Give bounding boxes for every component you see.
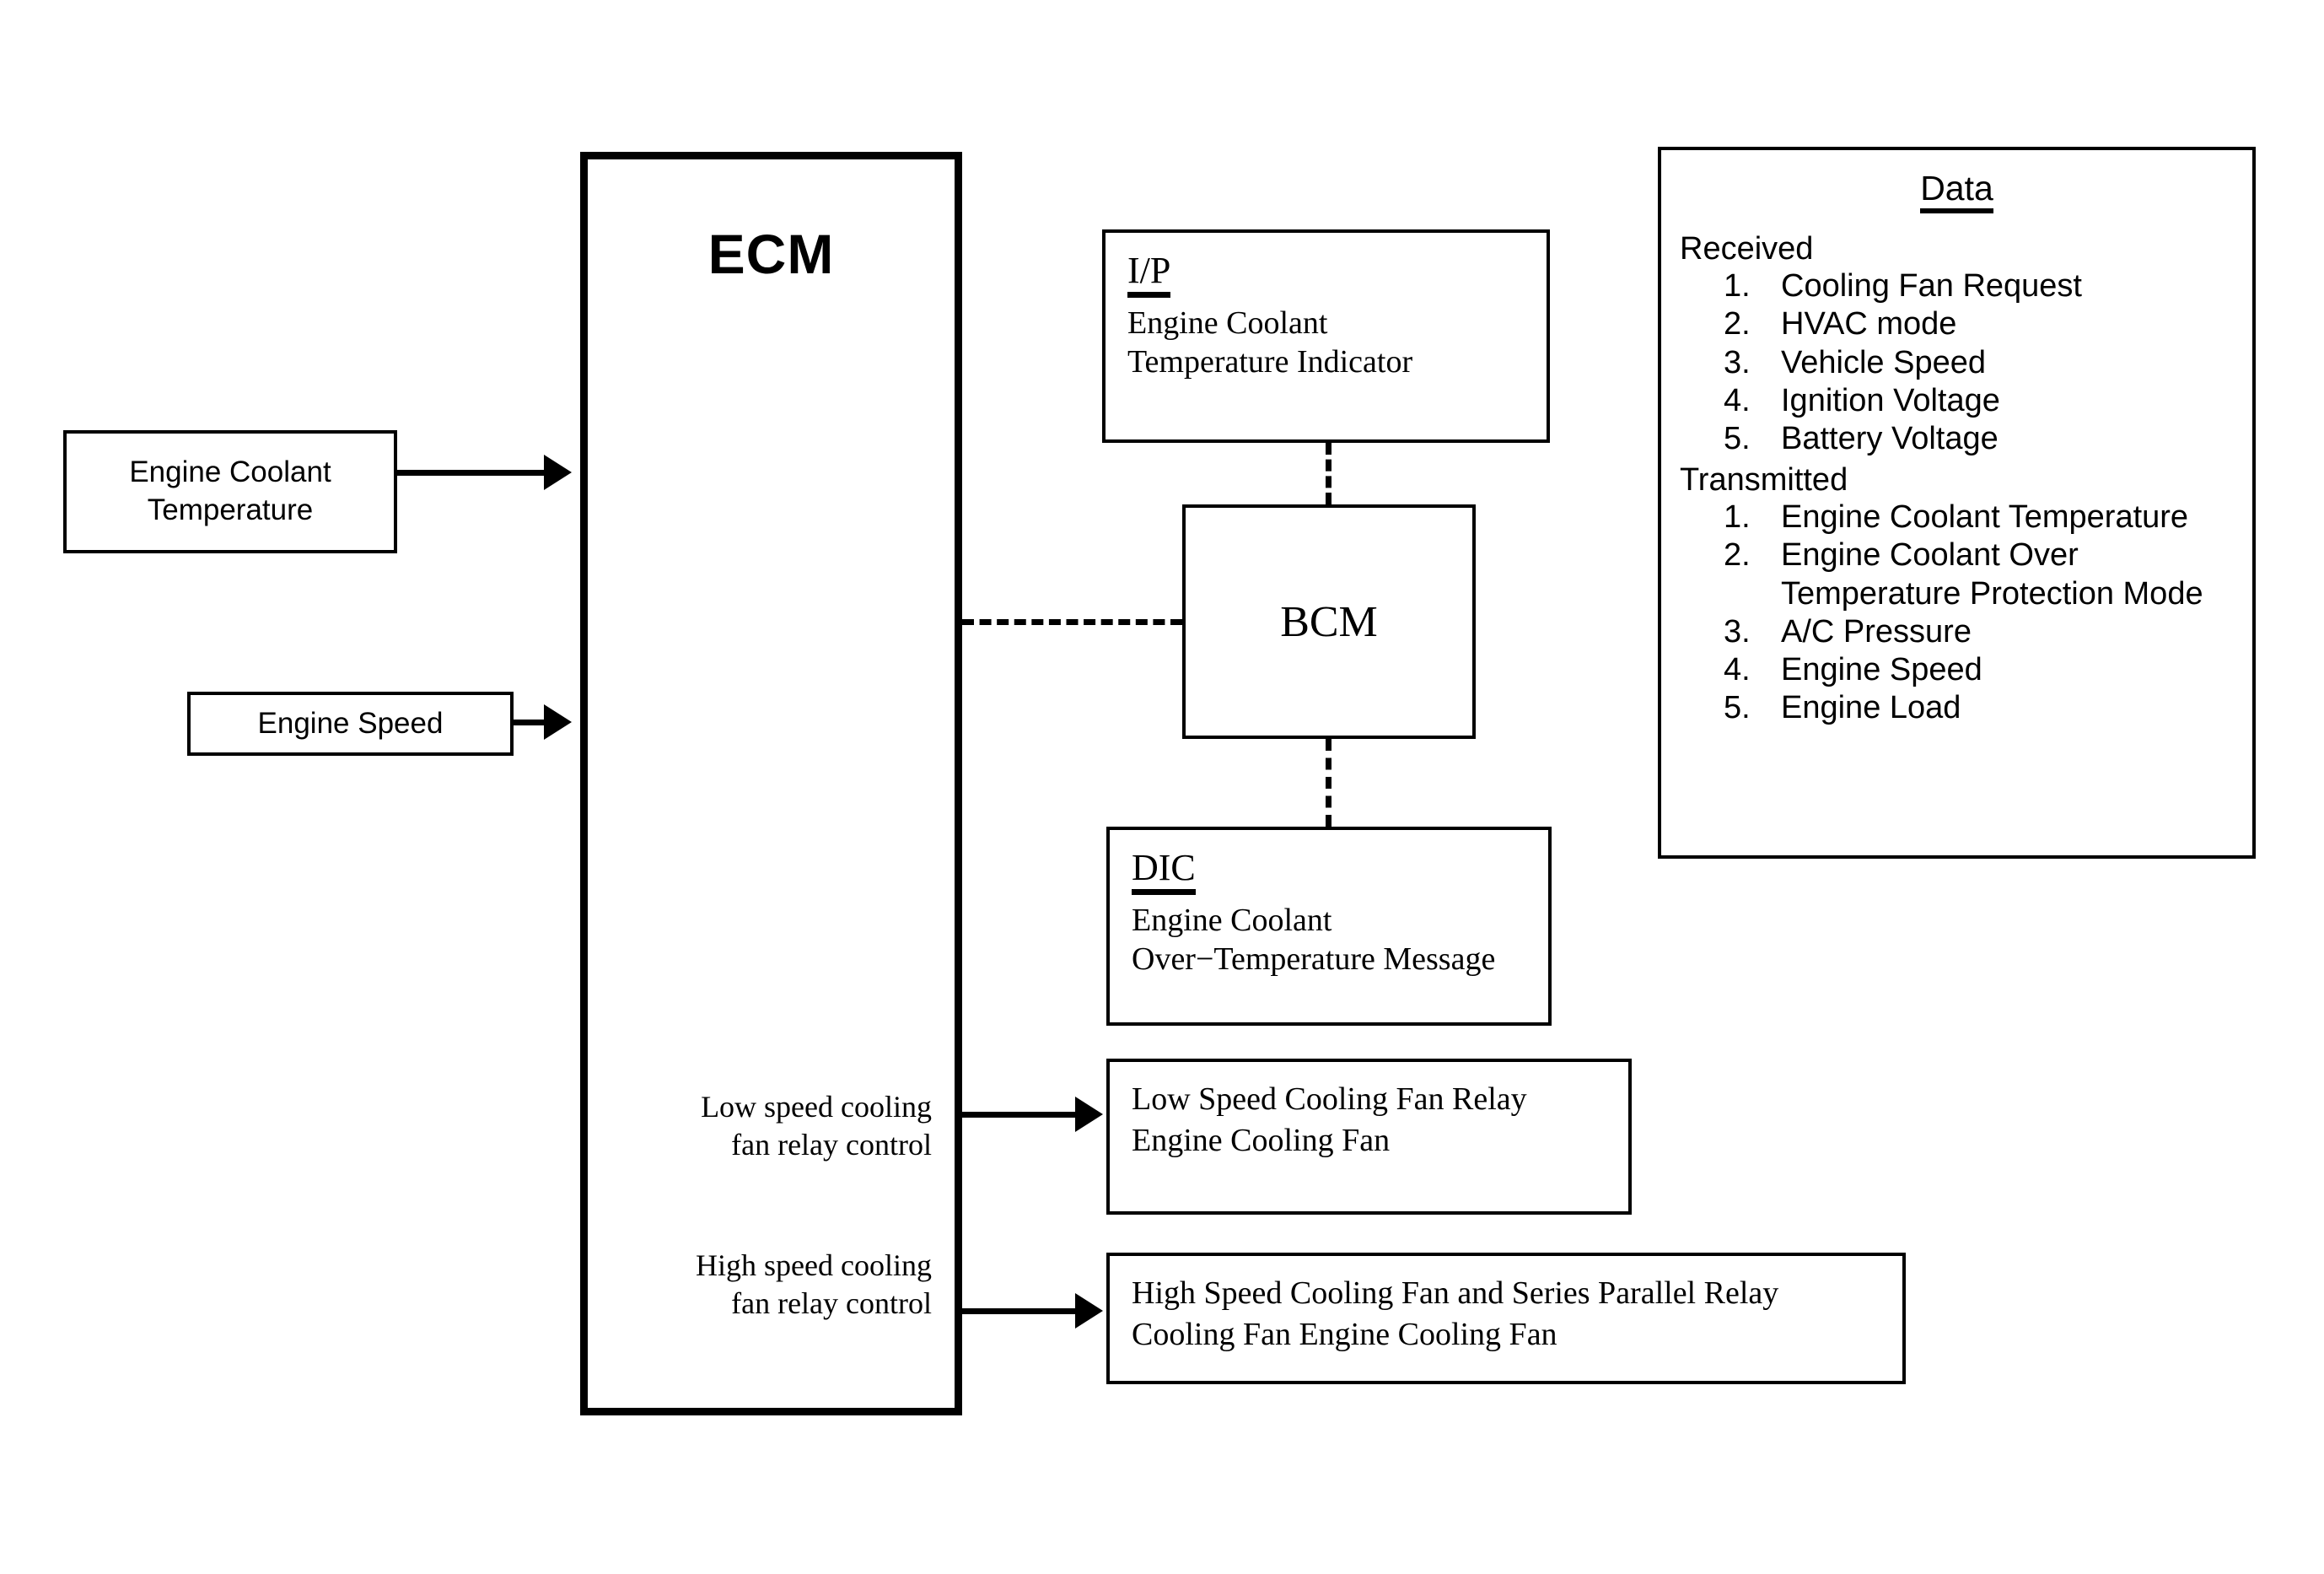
arrow-line-ecm-to-high-relay <box>962 1308 1079 1314</box>
transmitted-text-4: Engine Speed <box>1781 652 1982 688</box>
received-text-4: Ignition Voltage <box>1781 382 2000 418</box>
transmitted-text-5: Engine Load <box>1781 690 1961 726</box>
dic-line1: Engine Coolant <box>1132 902 1332 938</box>
arrow-head-ect-to-ecm <box>544 455 572 490</box>
list-item: 3. Vehicle Speed <box>1724 344 2252 382</box>
arrow-line-ecm-to-low-relay <box>962 1112 1079 1118</box>
dic-module-box: DIC Engine Coolant Over−Temperature Mess… <box>1106 827 1552 1026</box>
received-text-5: Battery Voltage <box>1781 420 1999 456</box>
dashed-link-bcm-to-dic <box>1326 739 1331 827</box>
transmitted-num-2: 2. <box>1724 537 1751 574</box>
received-num-1: 1. <box>1724 268 1751 305</box>
low-relay-line2: Engine Cooling Fan <box>1132 1122 1391 1158</box>
transmitted-list: 1. Engine Coolant Temperature 2. Engine … <box>1661 499 2252 727</box>
ip-module-box: I/P Engine Coolant Temperature Indicator <box>1102 229 1550 443</box>
high-relay-line2: Cooling Fan Engine Cooling Fan <box>1132 1316 1557 1352</box>
transmitted-num-4: 4. <box>1724 652 1751 688</box>
list-item: 5. Engine Load <box>1724 689 2252 727</box>
ecm-module-box <box>580 152 962 1415</box>
list-item: 1. Cooling Fan Request <box>1724 267 2252 305</box>
dashed-link-ecm-to-bcm <box>962 619 1182 625</box>
received-num-3: 3. <box>1724 344 1751 380</box>
arrow-line-ect-to-ecm <box>397 470 547 476</box>
high-speed-cooling-fan-relay-box: High Speed Cooling Fan and Series Parall… <box>1106 1253 1906 1384</box>
input-engine-speed-box: Engine Speed <box>187 692 514 756</box>
transmitted-num-3: 3. <box>1724 613 1751 650</box>
arrow-head-ecm-to-high-relay <box>1075 1293 1103 1329</box>
transmitted-num-5: 5. <box>1724 690 1751 726</box>
low-relay-line1: Low Speed Cooling Fan Relay <box>1132 1081 1527 1117</box>
received-num-2: 2. <box>1724 306 1751 342</box>
input-engine-coolant-temperature-label: Engine Coolant Temperature <box>129 454 331 530</box>
data-legend-box: Data Received 1. Cooling Fan Request 2. … <box>1658 147 2256 859</box>
received-text-1: Cooling Fan Request <box>1781 268 2082 305</box>
received-num-5: 5. <box>1724 420 1751 456</box>
high-relay-line1: High Speed Cooling Fan and Series Parall… <box>1132 1275 1779 1311</box>
list-item: 2. Engine Coolant Over Temperature Prote… <box>1724 536 2252 612</box>
received-text-2: HVAC mode <box>1781 306 1957 342</box>
transmitted-num-1: 1. <box>1724 499 1751 536</box>
arrow-line-engine-speed-to-ecm <box>514 720 549 725</box>
data-legend-title: Data <box>1661 169 2252 213</box>
data-legend-title-text: Data <box>1920 169 1993 213</box>
high-speed-control-line2: fan relay control <box>731 1286 932 1321</box>
arrow-head-engine-speed-to-ecm <box>544 704 572 740</box>
high-speed-control-label: High speed cooling fan relay control <box>628 1247 932 1323</box>
list-item: 4. Ignition Voltage <box>1724 382 2252 420</box>
list-item: 1. Engine Coolant Temperature <box>1724 499 2252 536</box>
low-speed-control-line1: Low speed cooling <box>701 1090 932 1124</box>
bcm-module-box: BCM <box>1182 504 1476 739</box>
low-speed-control-line2: fan relay control <box>731 1128 932 1162</box>
ip-line2: Temperature Indicator <box>1127 344 1413 380</box>
ecm-title: ECM <box>707 223 835 285</box>
list-item: 2. HVAC mode <box>1724 305 2252 343</box>
input-engine-coolant-temperature-box: Engine Coolant Temperature <box>63 430 397 553</box>
list-item: 5. Battery Voltage <box>1724 420 2252 458</box>
received-list: 1. Cooling Fan Request 2. HVAC mode 3. V… <box>1661 267 2252 458</box>
bcm-title: BCM <box>1280 597 1378 646</box>
low-speed-cooling-fan-relay-box: Low Speed Cooling Fan Relay Engine Cooli… <box>1106 1059 1632 1215</box>
input-ect-line2: Temperature <box>147 493 314 526</box>
arrow-head-ecm-to-low-relay <box>1075 1097 1103 1132</box>
dic-heading: DIC <box>1132 849 1196 895</box>
received-text-3: Vehicle Speed <box>1781 344 1986 380</box>
ip-heading: I/P <box>1127 251 1171 298</box>
input-ect-line1: Engine Coolant <box>129 455 331 489</box>
transmitted-heading: Transmitted <box>1680 462 1848 499</box>
list-item: 3. A/C Pressure <box>1724 613 2252 651</box>
list-item: 4. Engine Speed <box>1724 651 2252 689</box>
received-num-4: 4. <box>1724 382 1751 418</box>
input-engine-speed-label: Engine Speed <box>257 706 444 740</box>
transmitted-text-3: A/C Pressure <box>1781 613 1972 650</box>
received-heading: Received <box>1680 231 1814 267</box>
transmitted-text-2: Engine Coolant Over Temperature Protecti… <box>1781 537 2203 612</box>
ip-line1: Engine Coolant <box>1127 305 1328 341</box>
high-speed-control-line1: High speed cooling <box>696 1248 932 1282</box>
low-speed-control-label: Low speed cooling fan relay control <box>628 1088 932 1165</box>
transmitted-text-1: Engine Coolant Temperature <box>1781 499 2189 536</box>
dic-line2: Over−Temperature Message <box>1132 941 1496 978</box>
dashed-link-ip-to-bcm <box>1326 443 1331 504</box>
